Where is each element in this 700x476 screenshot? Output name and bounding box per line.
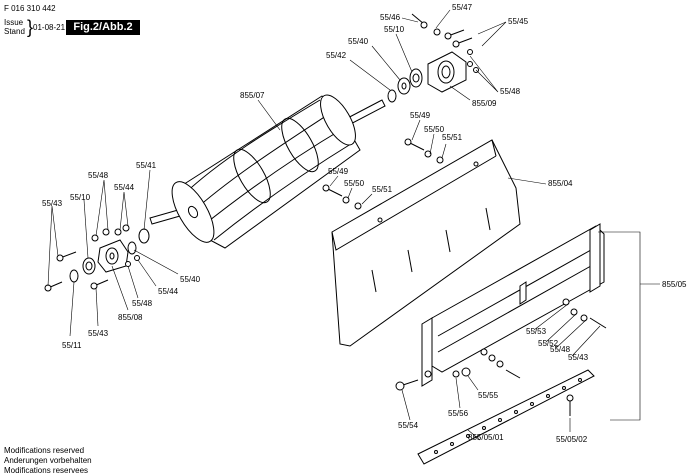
callout-labels: 55/46 55/47 55/45 55/10 55/40 55/42 55/4… [42,3,687,444]
callout-label: 55/49 [328,167,349,176]
figure-badge: Fig.2/Abb.2 [66,20,140,35]
callout-label: 55/49 [410,111,431,120]
callout-label: 855/04 [548,179,573,188]
group-bracket-855-05 [598,231,641,421]
leader-lines [47,9,660,441]
callout-label: 855/08 [118,313,143,322]
frame-end-bracket-right [589,223,601,293]
reel-blade [213,141,355,241]
right-bearing-group [387,13,479,103]
callout-label: 55/51 [442,133,463,142]
document-number: F 016 310 442 [4,4,56,13]
brace-glyph: } [27,17,34,37]
washer-55-40-left [127,241,137,255]
washer-55-42 [387,89,397,103]
front-plate-fasteners [322,138,444,210]
callout-label: 55/52 [538,339,559,348]
reel-blade [189,111,333,215]
callout-label: 55/10 [384,25,405,34]
callout-label: 55/45 [508,17,529,26]
callout-label: 55/51 [372,185,393,194]
issue-date: 01-08-21 [33,23,66,32]
callout-label: 55/42 [326,51,347,60]
callout-label: 55/54 [398,421,419,430]
callout-label: 55/55 [478,391,499,400]
nut-55-47 [433,28,441,36]
bolt-55-43 [90,282,98,290]
reel-cylinder-assembly [149,94,386,249]
callout-label: 55/43 [88,329,109,338]
bottom-knife-855-05-01 [417,369,595,465]
front-plate-855-04 [331,139,521,347]
callout-label: 855/05 [662,280,687,289]
callout-label: 855/07 [240,91,265,100]
callout-label: 55/10 [70,193,91,202]
bolt-55-45 [444,32,452,40]
reel-hub [187,205,199,219]
callout-label: 855/09 [472,99,497,108]
callout-label: 55/05/02 [556,435,588,444]
callout-label: 55/48 [550,345,571,354]
washer-55-41 [138,228,150,244]
left-bearing-group [44,224,150,292]
seal-55-11 [69,269,79,283]
footer-line-de: Anderungen vorbehalten [4,456,92,465]
reel-spider [233,148,271,204]
reel-end-disc-right [320,94,356,146]
nut-55-55 [461,367,471,377]
bolt-55-43 [56,254,64,262]
knife-holes [434,378,582,454]
callout-label: 55/53 [526,327,547,336]
callout-label: 55/47 [452,3,473,12]
frame-end-bracket-left [421,317,433,387]
callout-label: 55/48 [500,87,521,96]
callout-label: 55/44 [158,287,179,296]
washer-55-48 [467,61,473,67]
bolt-55-54 [395,381,405,391]
bottom-blade-frame-855-05 [395,223,607,391]
reel-spider [281,117,319,173]
bolt-55-45 [452,40,460,48]
stand-label: Stand [4,27,25,36]
callout-label: 55/48 [88,171,109,180]
washer-55-56 [452,370,460,378]
callout-label: 55/50 [424,125,445,134]
footer-line-fr: Modifications reservees [4,466,89,475]
callout-label: 55/48 [132,299,153,308]
callout-label: 55/40 [180,275,201,284]
callout-label: 55/46 [380,13,401,22]
callout-label: 55/56 [448,409,469,418]
reel-blade [181,99,321,197]
callout-label: 55/44 [114,183,135,192]
callout-label: 55/11 [62,341,82,350]
bolt-55-46 [420,21,428,29]
callout-label: 55/43 [42,199,63,208]
callout-label: 55/40 [348,37,369,46]
callout-label: 55/41 [136,161,157,170]
callout-label: 855/05/01 [468,433,504,442]
issue-label: Issue [4,18,24,27]
callout-label: 55/43 [568,353,589,362]
footer-line-en: Modifications reserved [4,446,85,455]
callout-label: 55/50 [344,179,365,188]
